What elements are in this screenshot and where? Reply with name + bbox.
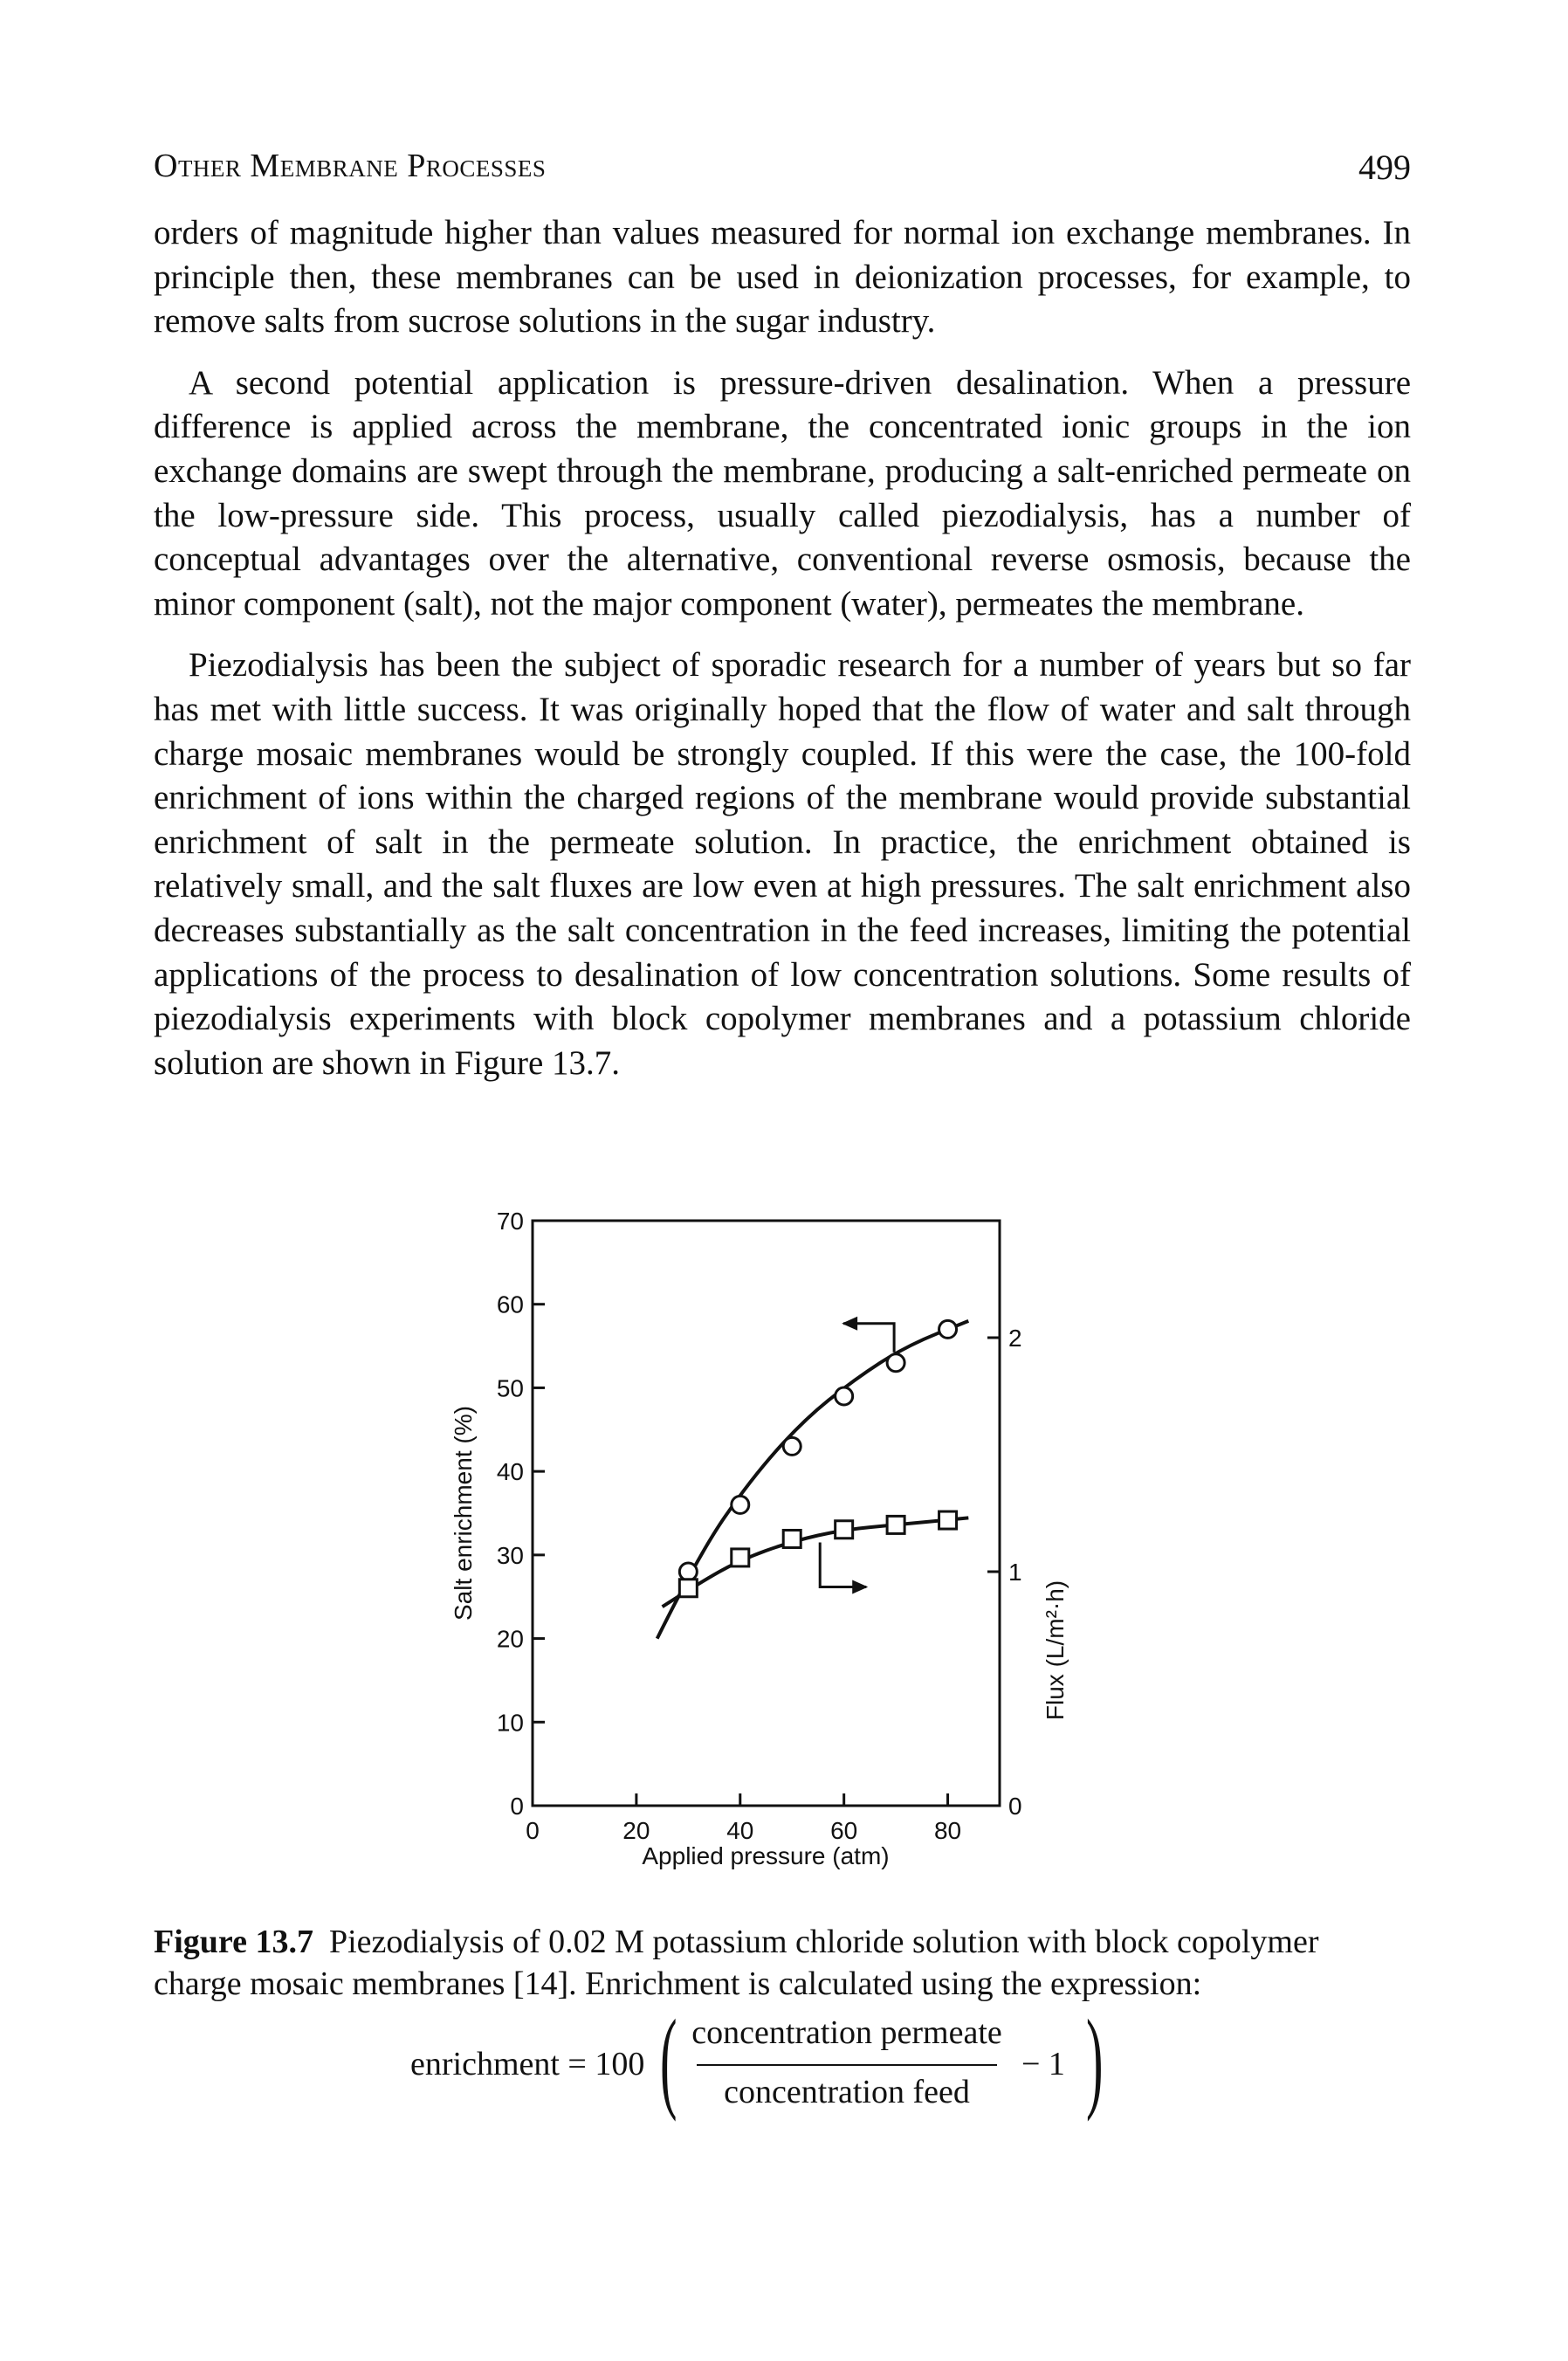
body-text: orders of magnitude higher than values m… — [154, 211, 1411, 1103]
caption-text: Piezodialysis of 0.02 M potassium chlori… — [154, 1924, 1319, 2002]
paragraph-3: Piezodialysis has been the subject of sp… — [154, 646, 1411, 1082]
fraction-bar — [697, 2064, 997, 2066]
y-tick-label-20: 20 — [497, 1626, 524, 1653]
series-1-point-6 — [938, 1318, 959, 1339]
series-2-point-1 — [677, 1578, 698, 1599]
y-tick-label-60: 60 — [497, 1291, 524, 1318]
y2-tick-label-0: 0 — [1008, 1793, 1022, 1820]
y-tick-label-50: 50 — [497, 1374, 524, 1401]
y2-tick-label-2: 2 — [1008, 1325, 1022, 1352]
x-tick-label-0: 0 — [526, 1817, 540, 1844]
x-axis-label: Applied pressure (atm) — [642, 1842, 889, 1869]
y-tick-label-40: 40 — [497, 1458, 524, 1485]
x-axis-ticks: 0 20 40 60 80 — [526, 1793, 961, 1844]
x-tick-label-20: 20 — [622, 1817, 650, 1844]
y-tick-label-70: 70 — [497, 1208, 524, 1235]
series-1-point-1 — [677, 1561, 698, 1582]
left-axis-ticks: 0 10 20 30 40 50 60 70 — [497, 1208, 545, 1820]
running-title: Other Membrane Processes — [154, 148, 547, 184]
series-1-curve — [655, 1319, 970, 1640]
y-tick-label-0: 0 — [510, 1793, 524, 1820]
series-2-point-2 — [730, 1547, 751, 1568]
series-2-point-6 — [938, 1510, 959, 1531]
series-2-point-5 — [885, 1514, 906, 1535]
equation-lhs: enrichment = 100 — [410, 2046, 645, 2082]
y-tick-label-10: 10 — [497, 1709, 524, 1736]
series-1-point-3 — [781, 1435, 802, 1456]
chart-svg: 0 10 20 30 40 50 60 70 0 1 2 0 20 40 60 80 Applied pr… — [450, 1208, 1069, 1869]
plot-frame — [531, 1219, 1001, 1807]
x-tick-label-60: 60 — [830, 1817, 857, 1844]
y2-tick-label-1: 1 — [1008, 1559, 1022, 1586]
series-2-curve — [661, 1516, 969, 1608]
left-axis-indicator-arrow — [843, 1322, 896, 1353]
equation-denominator: concentration feed — [724, 2074, 970, 2110]
figure-label: Figure 13.7 — [154, 1924, 313, 1960]
y-axis-label: Salt enrichment (%) — [450, 1406, 477, 1621]
equation-tail: − 1 — [1021, 2046, 1065, 2082]
y-tick-label-30: 30 — [497, 1542, 524, 1569]
right-paren: ) — [1086, 1997, 1104, 2123]
series-2-point-3 — [781, 1528, 802, 1549]
right-axis-indicator-arrow — [818, 1542, 867, 1588]
right-axis-ticks: 0 1 2 — [987, 1325, 1022, 1820]
paragraph-2: A second potential application is pressu… — [154, 363, 1411, 623]
x-tick-label-40: 40 — [726, 1817, 753, 1844]
figure-13-7-chart: 0 10 20 30 40 50 60 70 0 1 2 0 20 40 60 80 Applied pr… — [419, 1196, 1083, 1895]
page-header: Other Membrane Processes 499 — [154, 147, 1411, 196]
right-axis-arrowhead — [852, 1580, 869, 1594]
series-1-point-5 — [885, 1353, 906, 1373]
x-tick-label-80: 80 — [934, 1817, 961, 1844]
left-paren: ( — [660, 1997, 677, 2123]
left-axis-arrowhead — [842, 1316, 858, 1331]
series-1-point-4 — [834, 1386, 855, 1407]
paragraph-1: orders of magnitude higher than values m… — [154, 214, 1411, 341]
enrichment-equation: enrichment = 100 ( concentration permeat… — [410, 2003, 1196, 2122]
series-layer — [655, 1316, 970, 1640]
y2-axis-label: Flux (L/m²·h) — [1042, 1580, 1069, 1720]
page-number: 499 — [1358, 148, 1411, 187]
equation-numerator: concentration permeate — [691, 2014, 1002, 2051]
series-1-point-2 — [730, 1494, 751, 1515]
series-2-point-4 — [834, 1519, 855, 1540]
